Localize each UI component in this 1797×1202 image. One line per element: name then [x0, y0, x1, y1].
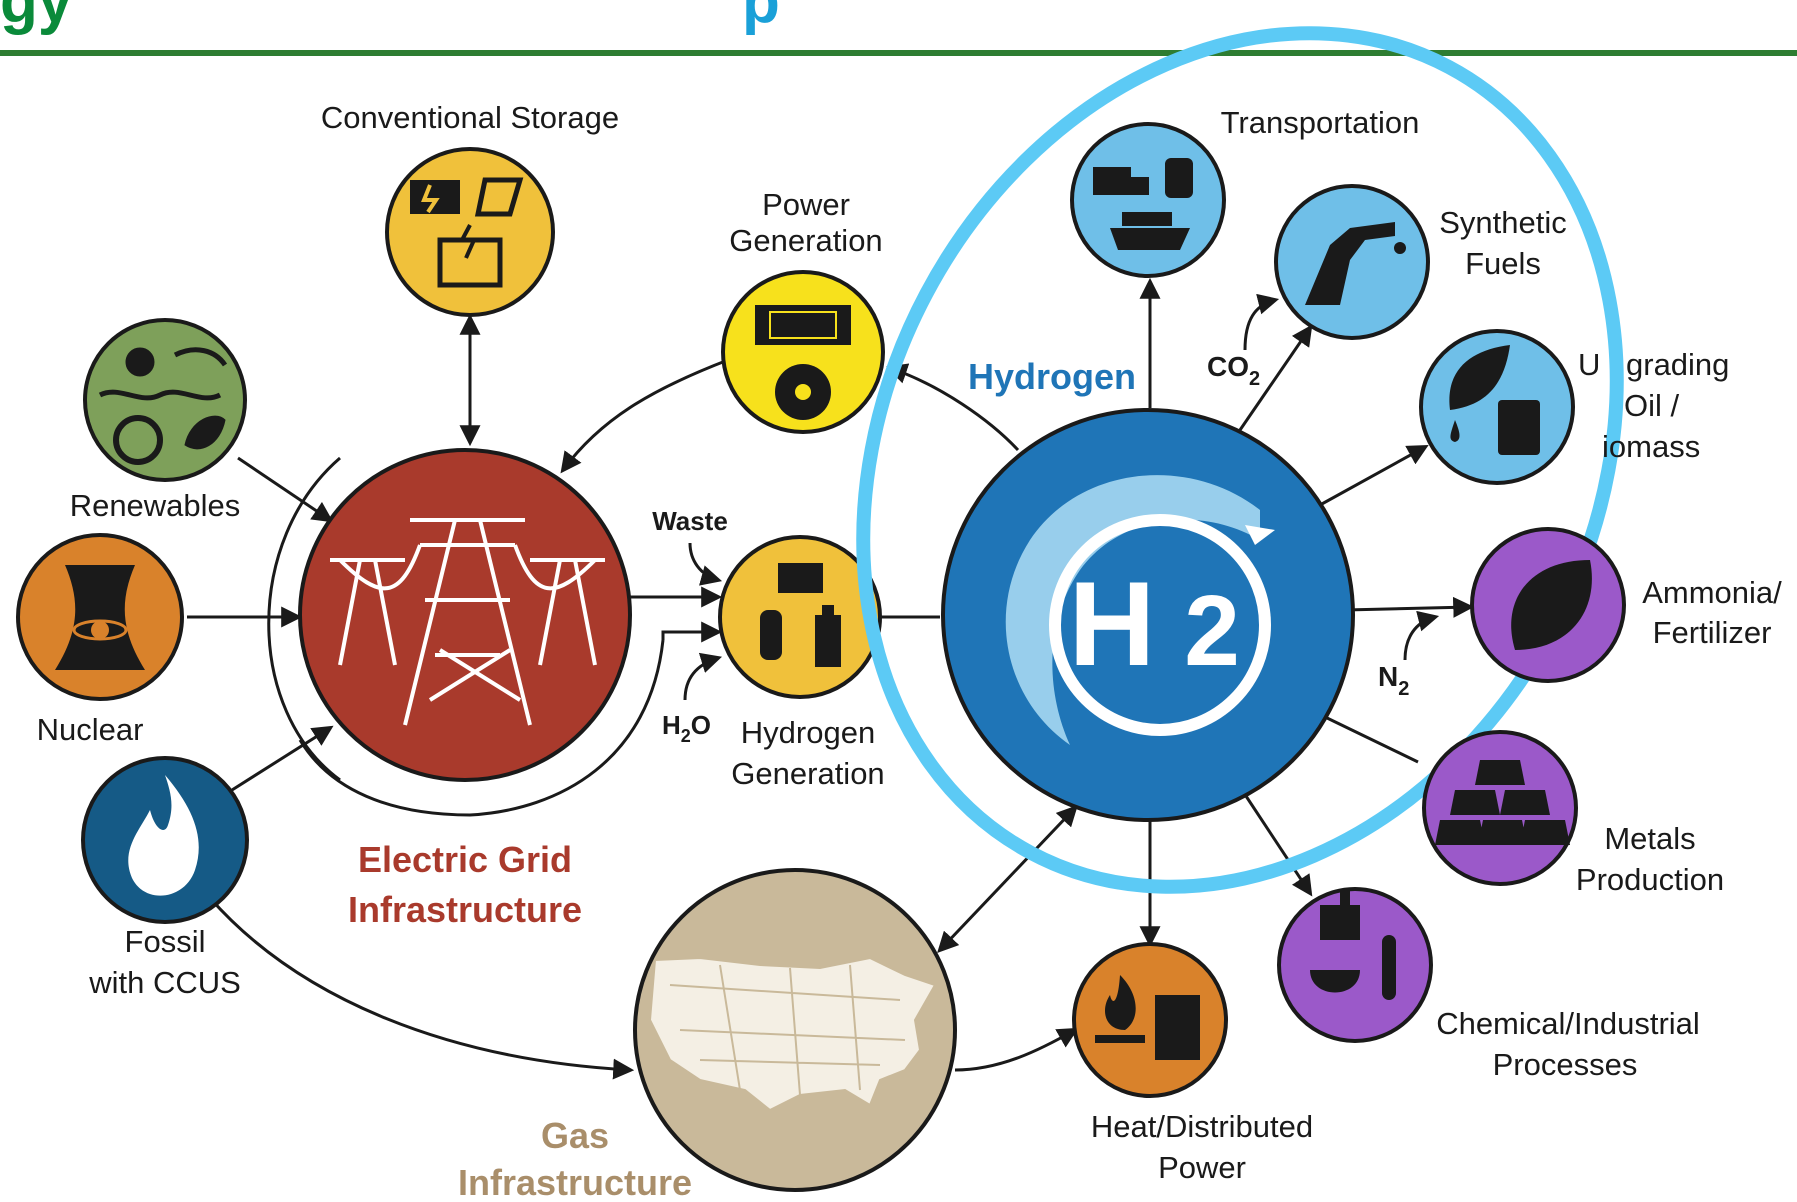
battery-pumped-hydro-icon — [410, 177, 524, 288]
node-conventional-storage — [385, 147, 555, 317]
label-h2o: H2O — [662, 710, 711, 746]
label-gas-line2: Infrastructure — [458, 1162, 692, 1202]
node-ammonia — [1470, 527, 1626, 683]
arrow-h2o — [683, 652, 723, 701]
node-hydrogen-generation — [718, 535, 882, 699]
h2o-main: H — [662, 710, 681, 740]
label-electric-grid-line1: Electric Grid — [358, 839, 572, 880]
truck-train-ship-icon — [1093, 158, 1193, 250]
arrow-renewables-grid — [237, 456, 334, 523]
co2-main: CO — [1207, 351, 1249, 382]
co2-sub: 2 — [1249, 368, 1260, 390]
label-renewables: Renewables — [70, 488, 241, 523]
n2-main: N — [1378, 661, 1398, 692]
ingots-icon — [1435, 760, 1570, 845]
label-synthetic-fuels-line1: Synthetic — [1439, 205, 1567, 240]
label-metals-line2: Production — [1576, 862, 1724, 897]
arrow-grid-h2gen-lower — [661, 621, 723, 643]
h2-symbol-h: H — [1069, 557, 1156, 691]
label-hydrogen-generation-line1: Hydrogen — [741, 715, 875, 750]
node-electric-grid — [298, 448, 632, 782]
h2o-sub: 2 — [681, 726, 691, 746]
node-metals — [1422, 730, 1578, 886]
label-co2: CO2 — [1207, 351, 1260, 390]
label-chemical-line2: Processes — [1493, 1047, 1638, 1082]
label-upgrading-line1a: U — [1578, 347, 1600, 382]
flame-building-icon — [1095, 975, 1200, 1060]
label-heat-line1: Heat/Distributed — [1091, 1109, 1313, 1144]
refinery-flask-icon — [1310, 890, 1396, 1000]
label-hydrogen: Hydrogen — [968, 356, 1136, 397]
label-fossil-line2: with CCUS — [88, 965, 241, 1000]
label-upgrading-line2: Oil / — [1624, 388, 1680, 423]
label-power-generation-line1: Power — [762, 187, 850, 222]
node-fossil — [81, 756, 249, 924]
flame-icon — [128, 775, 199, 896]
label-upgrading-line3: iomass — [1602, 429, 1700, 464]
arrow-powergen-grid — [560, 358, 729, 474]
label-conventional-storage: Conventional Storage — [321, 100, 619, 135]
node-synthetic-fuels — [1274, 184, 1430, 340]
h2-symbol-2: 2 — [1184, 575, 1240, 687]
transmission-tower-icon — [330, 518, 605, 726]
arrow-waste — [688, 542, 723, 586]
label-upgrading-line1b: grading — [1626, 347, 1729, 382]
label-fossil-line1: Fossil — [125, 924, 206, 959]
node-chemical — [1277, 887, 1433, 1043]
label-ammonia-line2: Fertilizer — [1653, 615, 1772, 650]
arrow-co2 — [1243, 293, 1280, 351]
fuel-nozzle-icon — [1305, 222, 1395, 305]
header-fragment-left: gy — [0, 0, 73, 36]
h2-swirl-icon — [1005, 475, 1260, 745]
cooling-tower-icon — [55, 565, 145, 670]
header-fragment-right: p — [742, 0, 780, 36]
h2o-end: O — [691, 710, 711, 740]
arrow-hydrogen-powergen — [886, 363, 1020, 452]
link-hydrogen-metals — [1324, 715, 1419, 764]
label-power-generation-line2: Generation — [729, 223, 882, 258]
arrow-hydrogen-chemical — [1240, 789, 1313, 897]
arrow-hydrogen-gas — [937, 804, 1078, 954]
connectors — [187, 277, 1475, 1080]
seed-icon — [1511, 560, 1592, 650]
header-rule — [0, 50, 1797, 56]
arrow-fossil-grid — [231, 725, 334, 792]
label-chemical-line1: Chemical/Industrial — [1436, 1006, 1700, 1041]
label-hydrogen-generation-line2: Generation — [731, 756, 884, 791]
label-electric-grid-line2: Infrastructure — [348, 889, 582, 930]
label-metals-line1: Metals — [1604, 821, 1695, 856]
node-upgrading — [1419, 329, 1575, 485]
arrow-hydrogen-synfuels — [1238, 324, 1313, 431]
node-nuclear — [16, 533, 184, 701]
label-gas-line1: Gas — [541, 1115, 609, 1156]
label-waste: Waste — [652, 506, 728, 536]
node-hydrogen: H 2 — [941, 408, 1355, 822]
leaf-barrel-icon — [1449, 345, 1540, 455]
fuel-cell-turbine-icon — [755, 305, 851, 420]
arrow-hydrogen-upgrading — [1319, 444, 1429, 507]
arrow-hydrogen-ammonia — [1344, 596, 1475, 618]
electrolyzer-reformer-icon — [760, 563, 841, 667]
node-renewables — [83, 318, 247, 482]
label-heat-line2: Power — [1158, 1150, 1246, 1185]
label-synthetic-fuels-line2: Fuels — [1465, 246, 1541, 281]
arrow-n2 — [1403, 610, 1440, 661]
node-heat — [1072, 942, 1228, 1098]
node-transportation — [1070, 122, 1226, 278]
arrow-fossil-gas — [208, 897, 635, 1080]
label-ammonia-line1: Ammonia/ — [1642, 575, 1782, 610]
sun-wind-water-icon — [98, 347, 228, 465]
n2-sub: 2 — [1398, 678, 1409, 700]
node-power-generation — [721, 270, 885, 434]
grid-return-arc — [298, 639, 665, 817]
label-nuclear: Nuclear — [37, 712, 144, 747]
label-n2: N2 — [1378, 661, 1409, 700]
label-transportation: Transportation — [1221, 105, 1420, 140]
node-gas-infrastructure — [633, 868, 957, 1192]
arrow-gas-heat — [954, 1027, 1079, 1072]
grid-outer-arc — [267, 456, 341, 782]
